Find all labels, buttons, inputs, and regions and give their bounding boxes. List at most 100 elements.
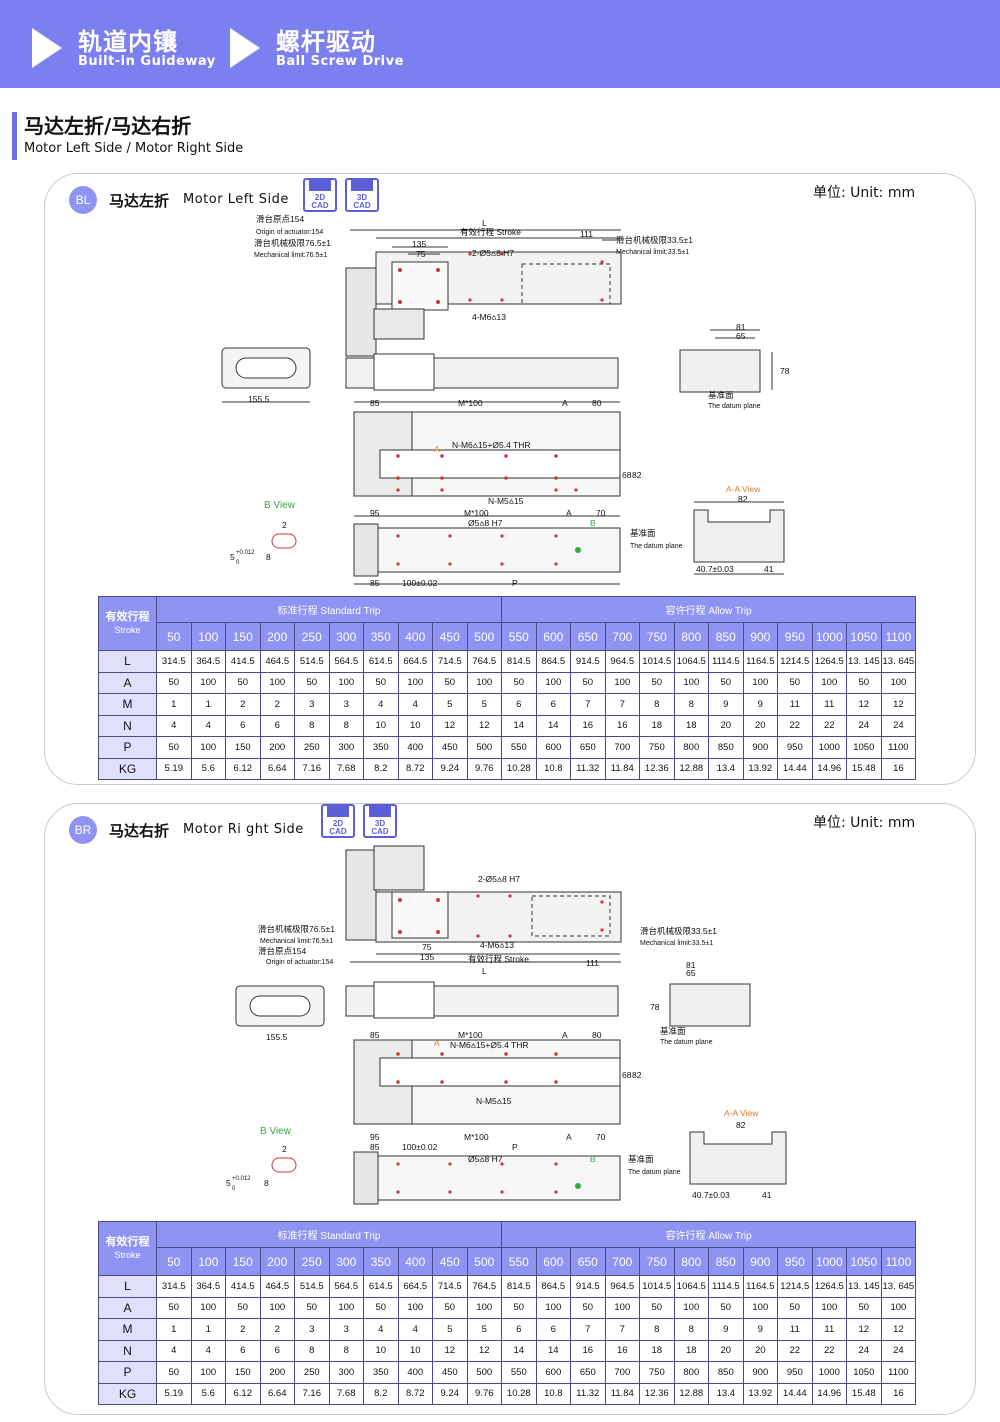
table-cell: 50 <box>501 1296 537 1319</box>
row-name: A <box>98 1296 157 1319</box>
dim-m100-b: M*100 <box>464 508 489 518</box>
section-accent-bar <box>12 112 17 160</box>
table-cell: 200 <box>259 1361 295 1384</box>
section-a-marker: A <box>434 1038 440 1048</box>
table-cell: 11.32 <box>570 1382 606 1405</box>
stroke-value-header: 300 <box>328 622 364 651</box>
dim-100: 100±0.02 <box>402 578 438 588</box>
stroke-value-header: 1100 <box>880 622 917 651</box>
dim-40-7: 40.7±0.03 <box>692 1190 730 1200</box>
table-cell: 350 <box>363 1361 399 1384</box>
table-cell: 5 <box>466 693 503 716</box>
table-cell: 14.96 <box>811 1382 848 1405</box>
table-cell: 4 <box>363 1318 399 1341</box>
table-cell: 414.5 <box>225 1275 261 1298</box>
table-cell: 50 <box>156 1296 192 1319</box>
table-cell: 14.44 <box>777 1382 813 1405</box>
table-cell: 150 <box>225 736 261 759</box>
table-cell: 850 <box>708 736 744 759</box>
table-cell: 1050 <box>846 1361 882 1384</box>
table-cell: 20 <box>708 1339 744 1362</box>
table-cell: 1264.5 <box>811 1275 848 1298</box>
stroke-value-header: 600 <box>535 622 572 651</box>
dim-82: 82 <box>632 470 642 480</box>
table-cell: 20 <box>742 1339 779 1362</box>
table-cell: 9.76 <box>466 757 503 780</box>
b-view-marker <box>575 547 581 553</box>
origin-label-cn: 滑台原点154 <box>256 214 304 224</box>
table-cell: 50 <box>225 1296 261 1319</box>
dim-70: 70 <box>596 1132 606 1142</box>
cad-3d-download-button[interactable]: 3D CAD <box>345 178 379 212</box>
cad-2d-download-button[interactable]: 2D CAD <box>303 178 337 212</box>
table-cell: 13. 145 <box>846 650 882 673</box>
table-cell: 5 <box>466 1318 503 1341</box>
section-title-cn: 马达左折/马达右折 <box>24 114 192 138</box>
dim-L: L <box>482 966 487 976</box>
table-cell: 12.88 <box>673 757 710 780</box>
table-cell: 22 <box>777 1339 813 1362</box>
table-cell: 16 <box>570 714 606 737</box>
table-cell: 13.4 <box>708 757 744 780</box>
table-cell: 100 <box>397 1296 433 1319</box>
stroke-header-cn: 有效行程 <box>105 1235 150 1248</box>
stroke-value-header: 350 <box>363 1247 399 1276</box>
row-name: L <box>98 1275 157 1298</box>
cad-label: 3D <box>356 193 368 202</box>
stroke-value-header: 100 <box>190 622 226 651</box>
dim-75: 75 <box>422 942 432 952</box>
motor-block <box>345 267 377 357</box>
table-cell: 7 <box>604 693 641 716</box>
table-cell: 22 <box>777 714 813 737</box>
table-cell: 50 <box>846 1296 882 1319</box>
unit-label: 单位: Unit: mm <box>813 815 916 831</box>
cad-label: CAD <box>371 827 389 836</box>
datum-label-en: The datum plane <box>708 403 761 410</box>
table-cell: 514.5 <box>294 650 330 673</box>
table-cell: 50 <box>708 1296 744 1319</box>
tolerance-lower: 0 <box>236 560 240 566</box>
stroke-value-header: 400 <box>397 1247 433 1276</box>
table-cell: 9 <box>708 693 744 716</box>
table-cell: 314.5 <box>156 650 192 673</box>
dim-2: 2 <box>282 1144 287 1154</box>
slide-end-outline <box>521 263 611 305</box>
table-cell: 1214.5 <box>777 650 813 673</box>
table-cell: 6.12 <box>225 757 261 780</box>
table-cell: 550 <box>501 736 537 759</box>
origin-label-cn: 滑台原点154 <box>258 946 306 956</box>
dim-85: 85 <box>370 398 380 408</box>
stroke-value-header: 150 <box>225 1247 261 1276</box>
table-cell: 8 <box>328 1339 364 1362</box>
table-cell: 1264.5 <box>811 650 848 673</box>
dim-78: 78 <box>650 1002 660 1012</box>
stroke-value-header: 550 <box>501 622 537 651</box>
b-view-label: B View <box>264 500 296 511</box>
table-cell: 650 <box>570 1361 606 1384</box>
table-cell: 8 <box>328 714 364 737</box>
a-a-view-label: A-A View <box>724 1108 759 1118</box>
cad-2d-download-button[interactable]: 2D CAD <box>321 804 355 838</box>
table-cell: 100 <box>535 671 572 694</box>
table-cell: 864.5 <box>535 650 572 673</box>
table-cell: 50 <box>639 1296 675 1319</box>
table-cell: 9 <box>742 1318 779 1341</box>
stroke-header-en: Stroke <box>114 624 141 635</box>
stroke-value-header: 750 <box>639 622 675 651</box>
motor-block <box>345 849 377 941</box>
cad-3d-download-button[interactable]: 3D CAD <box>363 804 397 838</box>
stroke-value-header: 350 <box>363 622 399 651</box>
unit-label: 单位: Unit: mm <box>813 185 916 201</box>
table-cell: 3 <box>294 1318 330 1341</box>
mech-limit-right-en: Mechanical limit:33.5±1 <box>616 249 689 256</box>
pin2-callout: Ø5⩟8 H7 <box>468 518 503 528</box>
stroke-value-header: 750 <box>639 1247 675 1276</box>
tolerance-upper: +0.012 <box>236 550 255 556</box>
table-cell: 6 <box>501 1318 537 1341</box>
